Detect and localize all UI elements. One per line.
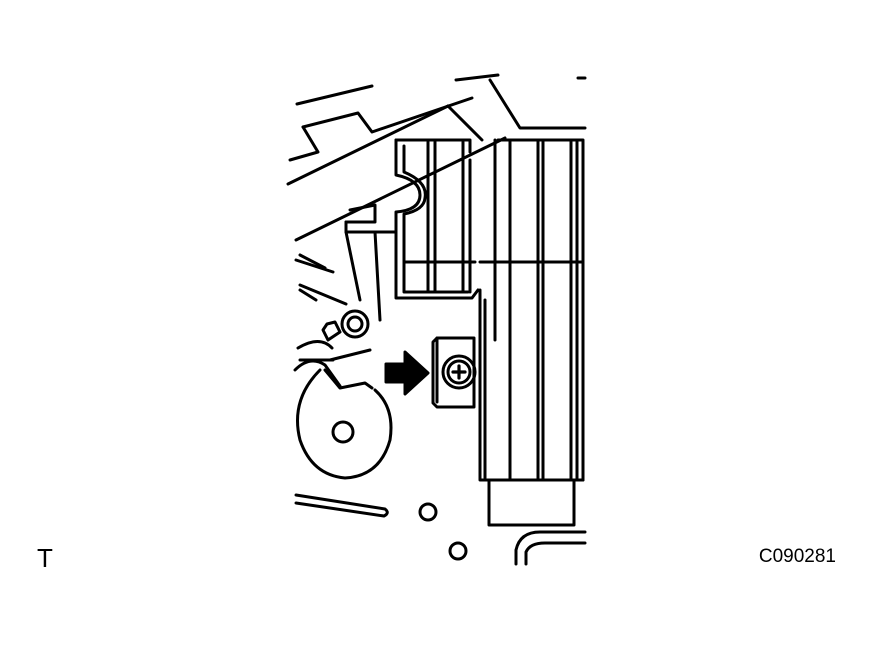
mounting-tab [431, 336, 476, 409]
round-cam [296, 368, 393, 480]
corner-letter: T [37, 543, 53, 573]
bottom-details [294, 478, 587, 566]
upper-diagonal-panel [286, 73, 587, 242]
figure-code: C090281 [758, 546, 836, 567]
front-bracket [394, 138, 480, 300]
arrow-right-icon [384, 350, 430, 396]
left-linkage [293, 203, 397, 388]
phillips-screw-icon [441, 354, 477, 390]
main-housing [478, 138, 585, 482]
